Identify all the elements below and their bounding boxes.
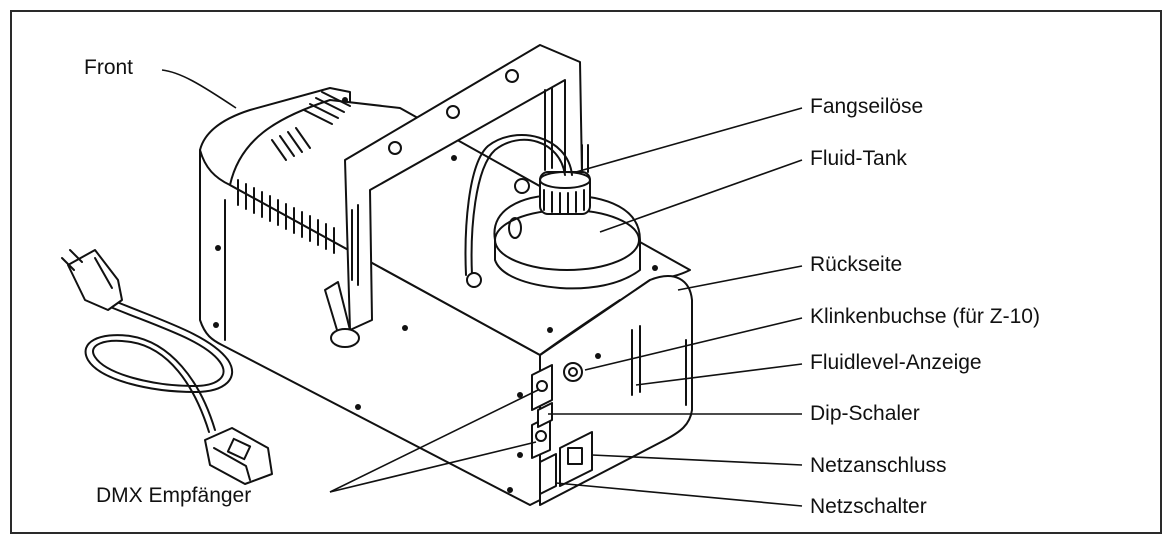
power-cord — [61, 249, 273, 485]
machine-body — [199, 44, 693, 506]
leader-lines — [161, 69, 803, 507]
vent-slots — [237, 91, 351, 254]
label-dmx-empfaenger: DMX Empfänger — [96, 484, 252, 507]
fluid-level-window — [631, 325, 641, 396]
label-netzanschluss: Netzanschluss — [810, 454, 947, 477]
label-dip-schaler: Dip-Schaler — [810, 402, 920, 425]
jack-socket — [563, 362, 583, 382]
power-plug — [67, 249, 123, 311]
label-fluidlevel: Fluidlevel-Anzeige — [810, 351, 982, 374]
label-front: Front — [84, 56, 134, 79]
fluid-tank-drawing — [493, 171, 641, 290]
mounting-bracket — [344, 44, 583, 331]
dmx-port-1 — [531, 364, 553, 411]
power-switch — [539, 453, 557, 495]
label-fangseiloese: Fangseilöse — [810, 95, 924, 118]
label-fluid-tank: Fluid-Tank — [810, 147, 907, 170]
dip-switch — [537, 402, 553, 428]
label-rueckseite: Rückseite — [810, 253, 903, 276]
label-klinkenbuchse: Klinkenbuchse (für Z-10) — [810, 305, 1040, 328]
label-netzschalter: Netzschalter — [810, 495, 927, 518]
fangseiloese-ring — [514, 178, 530, 194]
